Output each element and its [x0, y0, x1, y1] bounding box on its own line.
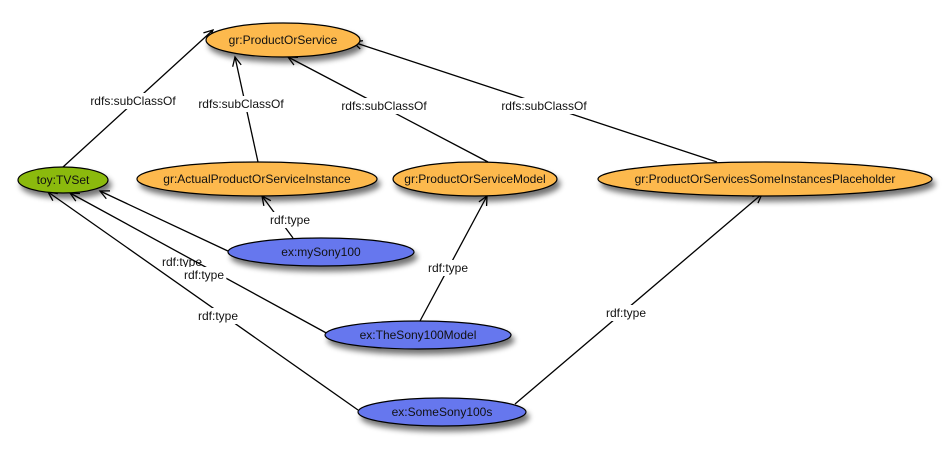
edge-line: [99, 190, 231, 253]
edge-label-background: [499, 98, 590, 114]
node-instance[interactable]: ex:TheSony100Model: [324, 320, 512, 350]
node-label: gr:ProductOrServiceModel: [404, 172, 545, 186]
node-ellipse[interactable]: [324, 320, 512, 350]
edge-label: rdf:type: [198, 309, 238, 323]
node-ellipse[interactable]: [136, 161, 378, 197]
arrowhead-icon: [98, 190, 111, 200]
node-label: ex:SomeSony100s: [392, 405, 493, 419]
node-instance[interactable]: ex:SomeSony100s: [357, 397, 527, 427]
node-label: gr:ProductOrServicesSomeInstancesPlaceho…: [635, 172, 896, 186]
edge-label: rdfs:subClassOf: [501, 99, 587, 113]
node-ellipse[interactable]: [392, 161, 558, 197]
node-class[interactable]: gr:ProductOrService: [205, 22, 361, 58]
node-label: ex:mySony100: [281, 245, 361, 259]
edge-label: rdf:type: [606, 306, 646, 320]
node-label: ex:TheSony100Model: [360, 328, 477, 342]
edge-label-background: [603, 305, 649, 321]
edge-label-background: [196, 96, 287, 112]
node-root-class[interactable]: toy:TVSet: [17, 166, 109, 194]
node-label: gr:ActualProductOrServiceInstance: [163, 172, 351, 186]
edge-label-background: [339, 98, 430, 114]
edge-line: [514, 193, 763, 405]
node-instance[interactable]: ex:mySony100: [227, 237, 415, 267]
edge-label: rdf:type: [428, 261, 468, 275]
edge-label: rdfs:subClassOf: [90, 94, 176, 108]
edge-label: rdf:type: [162, 255, 202, 269]
edge-label-background: [425, 260, 471, 276]
edge-label-background: [195, 308, 241, 324]
edge-label-background: [159, 254, 205, 270]
edge-label-background: [88, 93, 179, 109]
edge-line: [69, 192, 331, 336]
edge-line: [47, 191, 359, 411]
edge-label-background: [181, 267, 227, 283]
edge-label: rdfs:subClassOf: [198, 97, 284, 111]
edge-label-background: [267, 212, 313, 228]
edge-label: rdf:type: [184, 268, 224, 282]
node-class[interactable]: gr:ActualProductOrServiceInstance: [136, 161, 378, 197]
node-class[interactable]: gr:ProductOrServiceModel: [392, 161, 558, 197]
edge-line: [419, 195, 488, 322]
node-ellipse[interactable]: [17, 166, 109, 194]
node-ellipse[interactable]: [227, 237, 415, 267]
edge-label: rdfs:subClassOf: [341, 99, 427, 113]
node-ellipse[interactable]: [205, 22, 361, 58]
node-class[interactable]: gr:ProductOrServicesSomeInstancesPlaceho…: [597, 161, 933, 197]
edge-label: rdf:type: [270, 213, 310, 227]
node-ellipse[interactable]: [597, 161, 933, 197]
node-label: toy:TVSet: [37, 173, 90, 187]
arrowhead-icon: [232, 55, 242, 67]
node-label: gr:ProductOrService: [229, 33, 338, 47]
node-ellipse[interactable]: [357, 397, 527, 427]
